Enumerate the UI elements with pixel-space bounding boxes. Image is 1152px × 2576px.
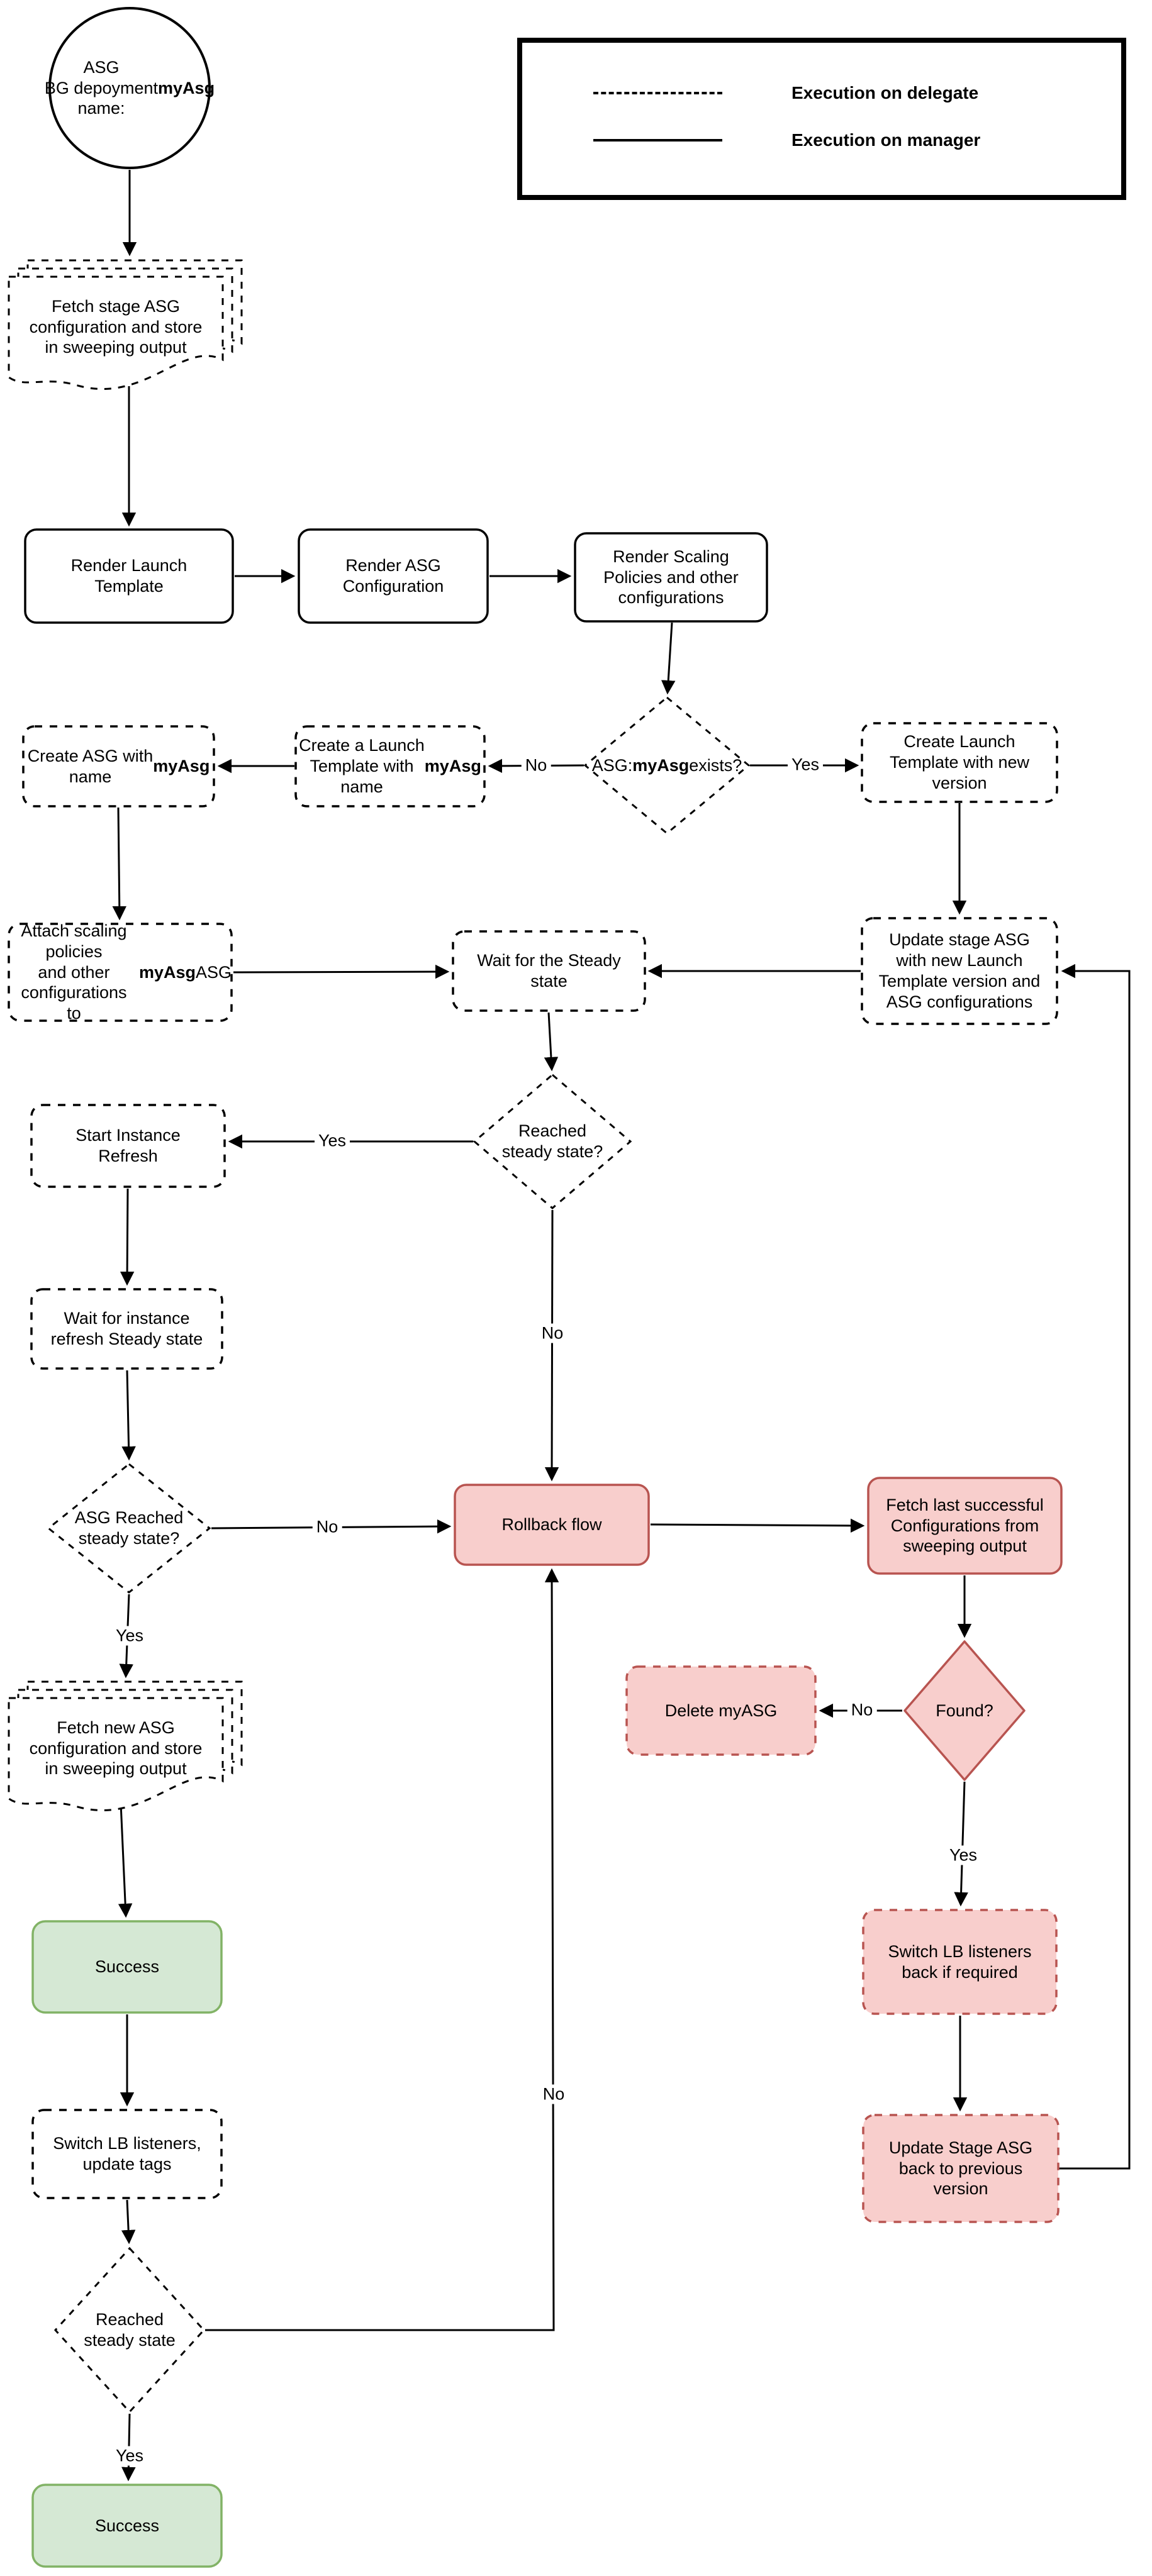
render-launch-template-shape (24, 528, 234, 624)
wait-instance-refresh-label: Wait for instance refresh Steady state (50, 1309, 203, 1348)
update-stage-back-shape (862, 2114, 1060, 2223)
switch-lb-update-tags-shape (31, 2109, 223, 2199)
legend-manager-label: Execution on manager (791, 130, 981, 150)
legend-solid-line-sample (593, 139, 722, 142)
decision-group (47, 696, 751, 2414)
document-front-sheet (8, 1697, 224, 1811)
success-top-shape (31, 1920, 223, 2014)
asg-exists-diamond-shape (583, 696, 751, 835)
edge-found-yes-to-switch-back (954, 1781, 968, 1907)
update-stage-back-label: Update Stage ASG back to previous versio… (888, 2138, 1033, 2199)
update-stage-asg-shape (861, 917, 1058, 1025)
wait-steady-state-label: Wait for the Steady state (477, 951, 621, 991)
switch-lb-back-label: Switch LB listeners back if required (888, 1941, 1032, 1982)
render-asg-configuration-label: Render ASG Configuration (342, 556, 444, 596)
success-group (31, 1920, 223, 2568)
edge-rollback-to-fetch-last (650, 1518, 865, 1533)
asg-exists-label: ASG: myAsg exists? (591, 755, 742, 775)
edge-label-no-reached-bottom: No (539, 2084, 569, 2104)
render-scaling-policies-label: Render Scaling Policies and other config… (603, 547, 739, 608)
start-instance-refresh-label: Start Instance Refresh (75, 1126, 181, 1165)
edge-start-refresh-to-wait-refresh (120, 1188, 135, 1286)
asg-reached-label: ASG Reached steady state? (74, 1508, 184, 1548)
render-asg-configuration-shape (298, 528, 489, 624)
render-launch-template-label: Render Launch Template (70, 556, 187, 596)
edge-switch-tags-to-reached-bottom (121, 2199, 136, 2245)
create-launch-new-version-shape (861, 722, 1058, 803)
edge-label-no-asg-exists: No (521, 755, 551, 775)
success-bottom-label: Success (94, 2516, 160, 2535)
edge-label-no-asg-reached: No (312, 1517, 342, 1537)
rollback-flow-shape (454, 1484, 650, 1566)
solid-process-group (24, 528, 768, 624)
start-node-label: ASG BG depoyment name: myAsg (44, 57, 215, 118)
edge-reached-bottom-no-to-rollback (205, 1568, 559, 2331)
switch-lb-update-tags-label: Switch LB listeners, update tags (53, 2134, 201, 2174)
fetch-last-successful-label: Fetch last successful Configurations fro… (886, 1495, 1044, 1556)
legend-delegate-label: Execution on delegate (791, 83, 979, 103)
fetch-new-asg-config-label: Fetch new ASG configuration and store in… (29, 1718, 203, 1779)
edge-render-scaling-to-asg-exists (661, 622, 676, 695)
edge-label-no-reached-steady: No (537, 1323, 568, 1343)
success-top-label: Success (94, 1957, 160, 1977)
edge-label-yes-found: Yes (945, 1845, 981, 1865)
delete-myasg-shape (625, 1665, 817, 1756)
create-launch-named-shape (294, 725, 486, 808)
rollback-flow-label: Rollback flow (501, 1515, 602, 1535)
edge-label-yes-asg-reached: Yes (111, 1626, 148, 1646)
asg-reached-diamond-shape (47, 1463, 211, 1594)
delete-myasg-label: Delete myASG (664, 1701, 778, 1720)
edge-label-yes-reached-steady: Yes (314, 1131, 350, 1151)
update-stage-asg-label: Update stage ASG with new Launch Templat… (878, 930, 1041, 1011)
found-label: Found? (936, 1701, 993, 1720)
edge-fetch-new-to-success (118, 1803, 133, 1918)
create-asg-label: Create ASG with name myAsg (27, 746, 210, 786)
legend-dashed-line-sample (593, 92, 722, 94)
fetch-new-asg-config-shape (8, 1680, 243, 1811)
reached-bottom-label: Reached steady state (84, 2310, 176, 2350)
edge-label-yes-asg-exists: Yes (787, 755, 824, 775)
success-bottom-shape (31, 2484, 223, 2568)
create-launch-named-label: Create a Launch Template with name myAsg (299, 736, 481, 796)
reached-steady-label: Reached steady state? (501, 1121, 603, 1161)
rollback-group (454, 1477, 1063, 2223)
edge-update-back-loop-to-update-stage (1058, 963, 1131, 2170)
fetch-last-successful-shape (867, 1477, 1063, 1575)
fetch-stage-config-shape (8, 259, 243, 390)
edge-wait-steady-to-reached (544, 1012, 559, 1072)
wait-steady-state-shape (452, 930, 646, 1012)
found-diamond-shape (903, 1640, 1026, 1781)
fetch-stage-config-label: Fetch stage ASG configuration and store … (29, 296, 203, 357)
dashed-process-group (8, 722, 1058, 2199)
wait-instance-refresh-shape (30, 1288, 223, 1370)
legend-box: Execution on delegate Execution on manag… (517, 38, 1126, 200)
render-scaling-policies-shape (574, 532, 768, 623)
attach-scaling-policies-shape (8, 923, 233, 1022)
reached-steady-diamond-shape (473, 1074, 632, 1209)
edge-create-asg-to-attach (112, 807, 127, 921)
start-circle-shape (48, 7, 211, 169)
edge-wait-refresh-to-asg-reached (121, 1370, 136, 1461)
edge-label-no-found: No (847, 1700, 877, 1720)
document-front-sheet (8, 275, 224, 390)
create-asg-shape (22, 725, 215, 808)
edge-label-yes-reached-bottom: Yes (111, 2446, 148, 2466)
reached-bottom-diamond-shape (53, 2246, 206, 2414)
attach-scaling-policies-label: Attach scaling policies and other config… (21, 921, 232, 1023)
switch-lb-back-shape (862, 1909, 1058, 2015)
start-instance-refresh-shape (30, 1104, 226, 1188)
create-launch-new-version-label: Create Launch Template with new version (889, 732, 1030, 792)
